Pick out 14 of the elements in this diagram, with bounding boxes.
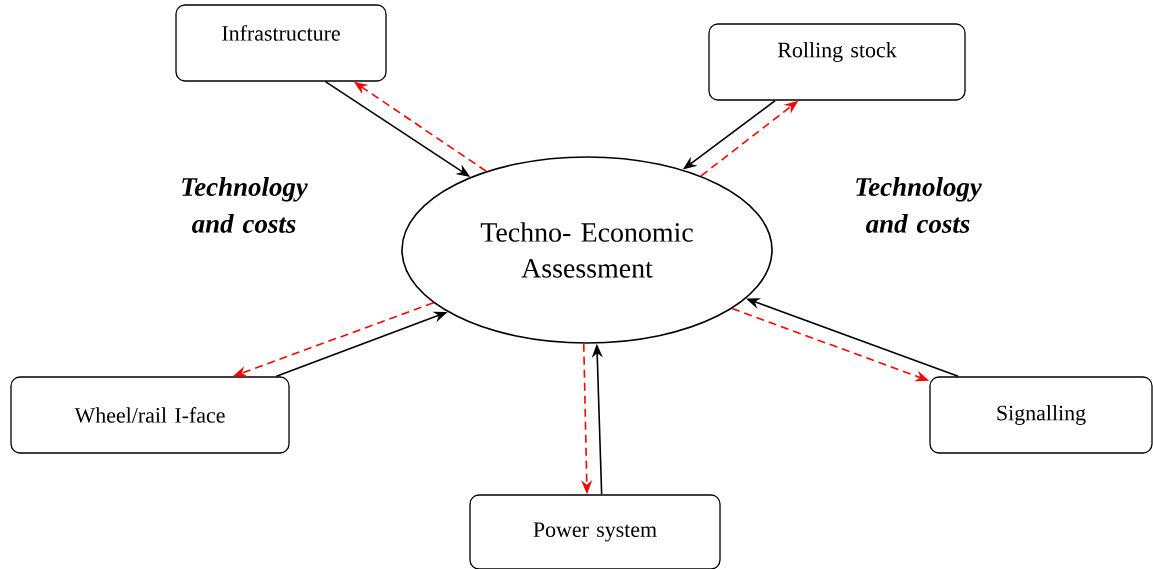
node-label: Power system: [533, 522, 657, 542]
node-label: Infrastructure: [222, 25, 340, 41]
side-label: Technology and costs: [182, 177, 308, 233]
node-label: Signalling: [997, 405, 1086, 425]
topic-box: [469, 494, 721, 569]
node-label: Techno- Economic Assessment: [480, 222, 693, 278]
topic-box: [175, 4, 387, 82]
side-label: Technology and costs: [856, 177, 982, 233]
node-label: Rolling stock: [777, 42, 897, 62]
topic-box: [10, 376, 290, 454]
topic-box: [708, 23, 966, 101]
assessment-ellipse: [401, 156, 773, 344]
topic-box: [929, 376, 1153, 454]
node-label: Wheel/rail I-face: [74, 407, 225, 423]
